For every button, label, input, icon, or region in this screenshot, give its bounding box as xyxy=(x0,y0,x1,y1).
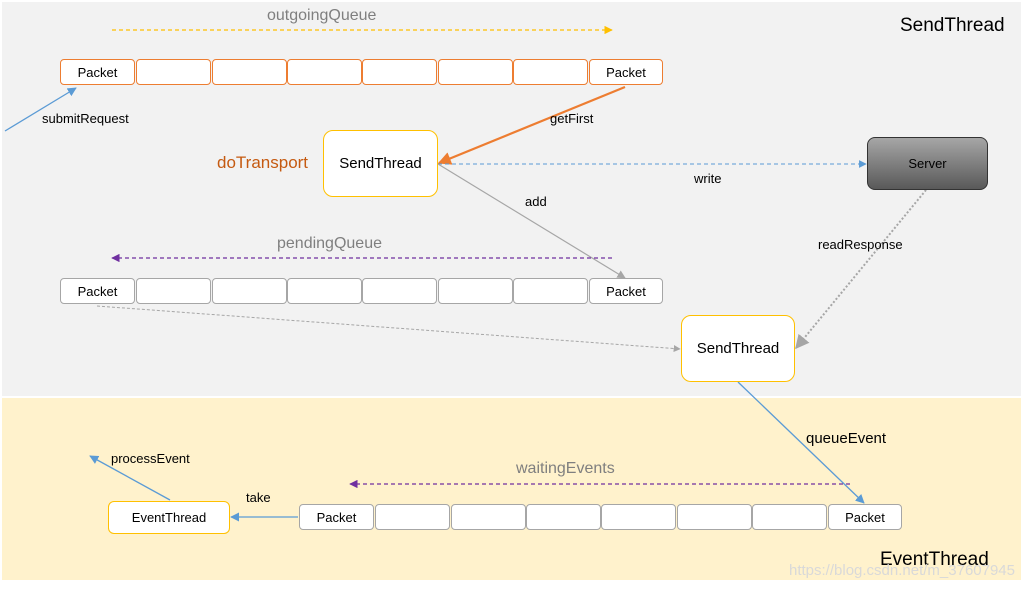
write-label: write xyxy=(694,171,722,186)
pending-queue-cell xyxy=(438,278,513,304)
add-arrow xyxy=(437,163,626,279)
outgoing-queue-cell xyxy=(287,59,362,85)
pending-queue-cell xyxy=(362,278,437,304)
pending-queue-cell xyxy=(287,278,362,304)
pending-queue-cell-last: Packet xyxy=(589,278,663,304)
event-thread-region-title: EventThread xyxy=(880,549,989,570)
waiting-events-cell xyxy=(752,504,827,530)
queue-event-label: queueEvent xyxy=(806,430,887,447)
outgoing-queue-cell xyxy=(136,59,211,85)
waiting-events-cell xyxy=(601,504,676,530)
send-thread-node-top: SendThread xyxy=(323,130,438,197)
submit-request-label: submitRequest xyxy=(42,111,129,126)
outgoing-queue-cell-last: Packet xyxy=(589,59,663,85)
event-thread-node: EventThread xyxy=(108,501,230,534)
event-thread-region xyxy=(2,398,1021,580)
server-node: Server xyxy=(867,137,988,190)
waiting-events-cell xyxy=(451,504,526,530)
do-transport-label: doTransport xyxy=(217,153,309,172)
outgoing-queue-label: outgoingQueue xyxy=(267,7,377,24)
pending-queue-cell-first: Packet xyxy=(60,278,135,304)
pending-queue-cell xyxy=(212,278,287,304)
read-response-arrow xyxy=(795,189,927,350)
pending-queue-cell xyxy=(513,278,588,304)
outgoing-queue-cell xyxy=(513,59,588,85)
outgoing-queue-cell xyxy=(212,59,287,85)
get-first-label: getFirst xyxy=(550,111,594,126)
watermark-text: https://blog.csdn.net/m_37607945 xyxy=(789,562,1015,579)
waiting-events-cell xyxy=(375,504,450,530)
pending-queue-cell xyxy=(136,278,211,304)
process-event-label: processEvent xyxy=(111,451,190,466)
pending-queue-label: pendingQueue xyxy=(277,235,382,252)
add-label: add xyxy=(525,194,547,209)
waiting-events-cell xyxy=(526,504,601,530)
outgoing-queue-cell xyxy=(362,59,437,85)
take-label: take xyxy=(246,490,271,505)
submit-request-arrow xyxy=(4,87,77,132)
outgoing-queue-cell-first: Packet xyxy=(60,59,135,85)
read-response-label: readResponse xyxy=(818,237,903,252)
outgoing-queue-cell xyxy=(438,59,513,85)
waiting-events-cell-last: Packet xyxy=(828,504,902,530)
waiting-events-label: waitingEvents xyxy=(516,460,615,477)
send-thread-region-title: SendThread xyxy=(900,15,1005,36)
send-thread-node-bottom: SendThread xyxy=(681,315,795,382)
waiting-events-cell-first: Packet xyxy=(299,504,374,530)
get-first-arrow xyxy=(437,85,626,165)
pending-to-send-thread-arrow xyxy=(96,305,681,353)
waiting-events-cell xyxy=(677,504,752,530)
process-event-arrow xyxy=(89,455,171,501)
queue-event-arrow xyxy=(737,381,865,504)
